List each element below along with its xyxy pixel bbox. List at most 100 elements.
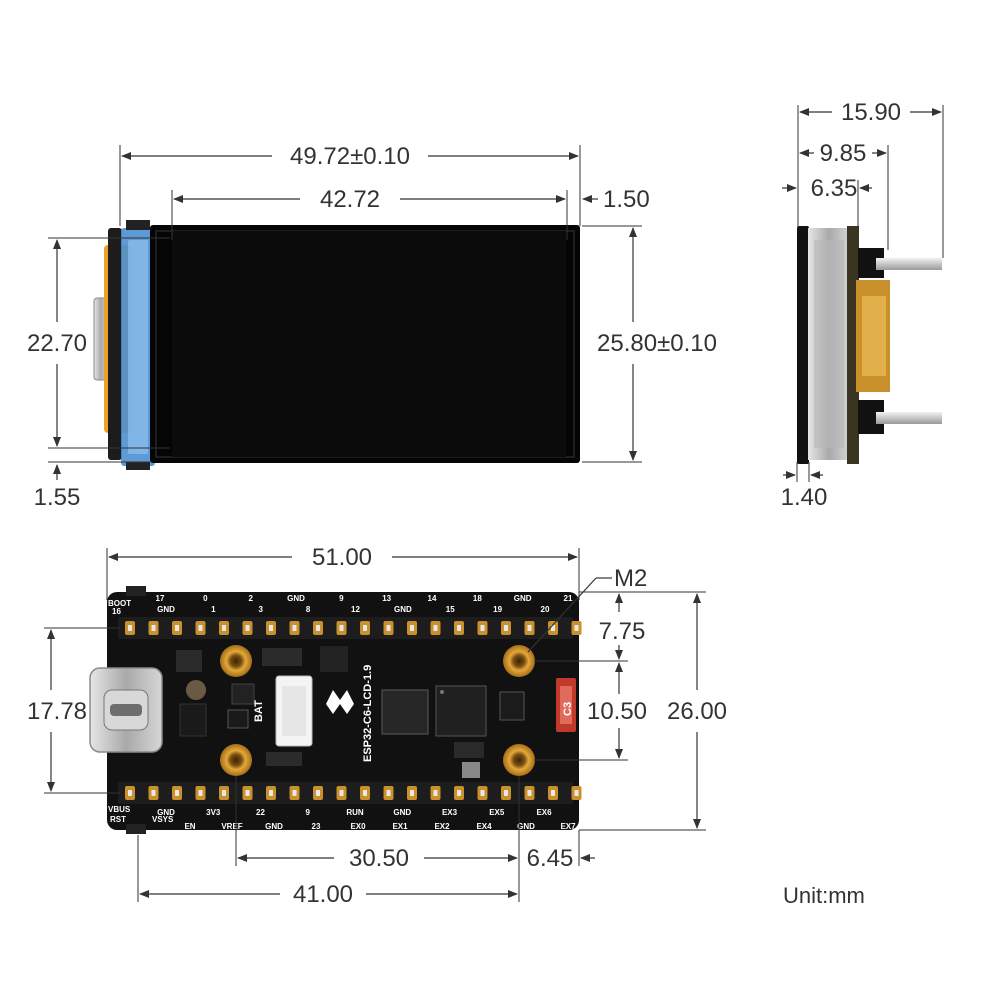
header-pin-tip: [410, 790, 414, 796]
dim-hole-spacing: 10.50: [587, 698, 647, 725]
header-pin-tip: [433, 625, 438, 631]
dim-hole-top: 7.75: [599, 618, 646, 645]
dim-side-total: 15.90: [841, 99, 901, 126]
pin-label: VREF: [221, 822, 242, 831]
side-pin-top: [876, 258, 942, 270]
header-pin-tip: [551, 790, 555, 796]
chip-soc: [381, 689, 429, 735]
pin-label: 9: [339, 594, 344, 603]
header-pin-tip: [504, 625, 508, 631]
header-pin-tip: [504, 790, 508, 796]
header-pin-tip: [245, 790, 250, 796]
pin-label: EX5: [489, 808, 505, 817]
pin-label: 2: [248, 594, 253, 603]
pin-label: 14: [428, 594, 437, 603]
brand-logo: [326, 690, 354, 714]
header-pin-tip: [292, 790, 297, 796]
chip-mcu: [435, 685, 487, 737]
pin-label: GND: [393, 808, 411, 817]
side-dimensions: 15.90 9.85 6.35 1.40: [781, 99, 944, 511]
boot-num: 16: [112, 607, 121, 616]
header-pin-tip: [316, 625, 320, 631]
pin-label: EX3: [442, 808, 458, 817]
header-pin-tip: [527, 625, 532, 631]
pin-label: 9: [306, 808, 311, 817]
dim-bottom-offset: 1.55: [34, 484, 81, 511]
header-pin-tip: [128, 625, 132, 631]
front-view: [93, 220, 580, 470]
header-pin-tip: [339, 625, 344, 631]
header-pin-tip: [480, 790, 485, 796]
side-pin-bottom: [876, 412, 942, 424]
pin-label: 3: [259, 605, 264, 614]
header-pin-tip: [222, 790, 226, 796]
boot-button-side[interactable]: [126, 586, 146, 596]
pin-label: EX7: [560, 822, 576, 831]
dim-board-height: 26.00: [667, 698, 727, 725]
header-pin-tip: [151, 790, 156, 796]
mount-hole-br: [503, 744, 535, 776]
dim-screen-height: 22.70: [27, 330, 87, 357]
pin-label: 21: [564, 594, 573, 603]
rst-button-side[interactable]: [126, 824, 146, 834]
pin-label: 3V3: [206, 808, 221, 817]
pin-label: RUN: [346, 808, 364, 817]
rst-label: RST: [110, 815, 126, 824]
header-pin-tip: [551, 625, 555, 631]
pin-label: 1: [211, 605, 216, 614]
dim-side-mid: 9.85: [820, 140, 867, 167]
dim-display-width: 49.72±0.10: [290, 143, 410, 170]
vbus-label: VBUS: [108, 805, 131, 814]
vsys-label: VSYS: [152, 815, 174, 824]
header-pin-tip: [457, 790, 461, 796]
front-dimensions: 49.72±0.10 42.72 1.50 22.70 25.80±0.10 1…: [27, 143, 717, 511]
dim-left-height: 17.78: [27, 698, 87, 725]
c3-label: C3: [562, 702, 574, 716]
dim-pin-span: 41.00: [293, 881, 353, 908]
pin-label: 22: [256, 808, 265, 817]
header-pin-tip: [175, 790, 179, 796]
pin-label: EX0: [350, 822, 366, 831]
header-pin-tip: [480, 625, 485, 631]
header-pin-tip: [245, 625, 250, 631]
mount-label: M2: [614, 565, 647, 592]
header-pin-tip: [363, 625, 367, 631]
dim-screen-width: 42.72: [320, 186, 380, 213]
dim-hole-pitch: 30.50: [349, 845, 409, 872]
header-pin-tip: [339, 790, 344, 796]
dim-display-height: 25.80±0.10: [597, 330, 717, 357]
mount-hole-tl: [220, 645, 252, 677]
bottom-header-pins: [125, 786, 582, 800]
pin-label: GND: [514, 594, 532, 603]
pin-label: GND: [394, 605, 412, 614]
dim-side-body: 6.35: [811, 175, 858, 202]
top-header-pins: [125, 621, 582, 635]
pin-label: EX1: [392, 822, 408, 831]
bat-label: BAT: [253, 700, 265, 722]
header-pin-tip: [433, 790, 438, 796]
dim-hole-right: 6.45: [527, 845, 574, 872]
header-pin-tip: [527, 790, 532, 796]
pin-label: 15: [446, 605, 455, 614]
side-view: [797, 226, 942, 464]
pin-label: EX2: [434, 822, 450, 831]
unit-label: Unit:mm: [783, 883, 865, 908]
pin-label: EX4: [476, 822, 492, 831]
header-pin-tip: [292, 625, 297, 631]
header-pin-tip: [198, 790, 203, 796]
header-pin-tip: [175, 625, 179, 631]
dim-side-glass: 1.40: [781, 484, 828, 511]
pin-label: 18: [473, 594, 482, 603]
pin-label: GND: [265, 822, 283, 831]
pin-label: GND: [157, 808, 175, 817]
header-pin-tip: [316, 790, 320, 796]
pin-label: 20: [541, 605, 550, 614]
frame-dark: [108, 228, 122, 460]
header-pin-tip: [386, 625, 391, 631]
header-pin-tip: [151, 625, 156, 631]
header-pin-tip: [198, 625, 203, 631]
